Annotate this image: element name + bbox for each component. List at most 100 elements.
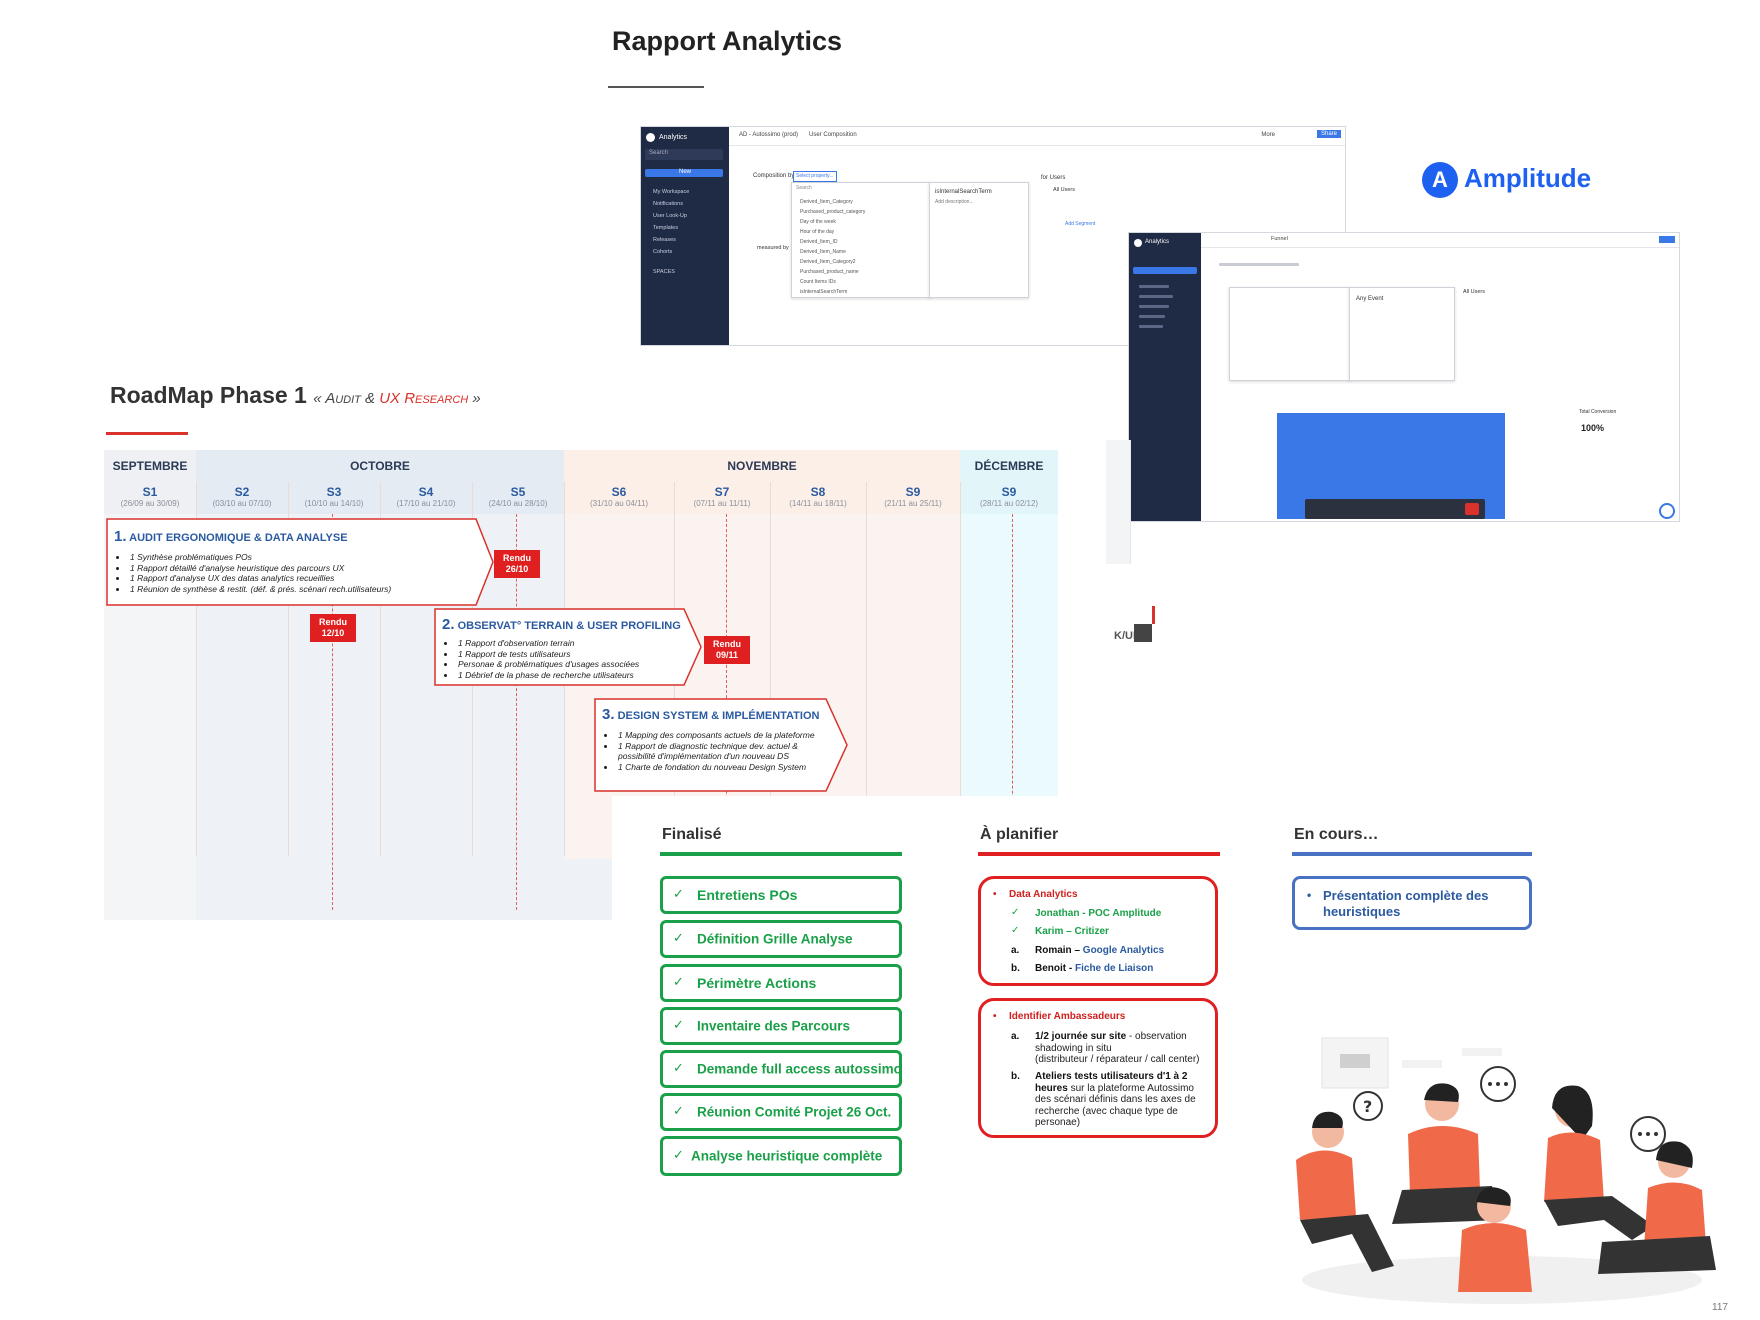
event-dropdown[interactable]: [1229, 287, 1351, 381]
finalise-item-inventaire[interactable]: ✓Inventaire des Parcours: [660, 1007, 902, 1045]
dropdown-item[interactable]: Derived_Item_Name: [800, 249, 846, 255]
task-audit-ergonomique[interactable]: 1. Audit ergonomique & data analyse 1 Sy…: [106, 518, 494, 606]
person-hair: [1552, 1085, 1593, 1140]
logo-icon: [646, 133, 655, 142]
sidebar-search[interactable]: Search: [645, 149, 723, 160]
side-label: K/UI: [1114, 630, 1136, 642]
wall-tile: [1462, 1048, 1502, 1056]
column-separator: [960, 482, 961, 796]
chart-type-selector[interactable]: Funnel: [1271, 236, 1288, 242]
week-s4: S4(17/10 au 21/10): [380, 482, 472, 514]
week-dates: (17/10 au 21/10): [396, 499, 456, 508]
week-s9: S9(21/11 au 25/11): [866, 482, 960, 514]
chart-type-selector[interactable]: User Composition: [809, 132, 857, 138]
finalise-item-acces[interactable]: ✓Demande full access autossimo: [660, 1050, 902, 1088]
composition-label: Composition by: [753, 173, 795, 179]
check-icon: ✓: [673, 974, 684, 990]
month-november: NOVEMBRE: [564, 450, 960, 482]
finalise-item-grille[interactable]: ✓Définition Grille Analyse: [660, 920, 902, 958]
wall-frame-inner: [1340, 1054, 1370, 1068]
breadcrumb[interactable]: AD - Autossimo (prod): [739, 132, 799, 138]
week-dates: (28/11 au 02/12): [979, 499, 1039, 508]
task-design-system[interactable]: 3. Design system & implémentation 1 Mapp…: [594, 698, 848, 792]
sidebar-item-notifications[interactable]: Notifications: [653, 201, 683, 207]
data-analytics-item: Karim – Critizer: [1035, 926, 1109, 937]
dropdown-item[interactable]: Hour of the day: [800, 229, 835, 235]
help-icon[interactable]: [1659, 503, 1675, 519]
new-button[interactable]: [1133, 267, 1197, 274]
roadmap-subtitle-highlight: UX Research: [379, 390, 469, 407]
end-call-button[interactable]: [1465, 503, 1479, 515]
add-segment-button[interactable]: Add Segment: [1065, 221, 1096, 227]
finalise-item-perimetre[interactable]: ✓Périmètre Actions: [660, 964, 902, 1002]
dropdown-item[interactable]: Day of the week: [800, 219, 836, 225]
dropdown-item[interactable]: Purchased_product_name: [800, 269, 859, 275]
task-observation-terrain[interactable]: 2. Observat° terrain & user profiling 1 …: [434, 608, 702, 686]
data-analytics-box[interactable]: • Data Analytics ✓ Jonathan - POC Amplit…: [978, 876, 1218, 986]
question-mark-icon: ?: [1363, 1097, 1372, 1116]
segment-all-users[interactable]: All Users: [1053, 187, 1076, 193]
finalise-item-comite[interactable]: ✓Réunion Comité Projet 26 Oct.: [660, 1093, 902, 1131]
deliverable-item: 1 Rapport d'observation terrain: [456, 638, 639, 649]
roadmap-timeline: SEPTEMBRE OCTOBRE NOVEMBRE DÉCEMBRE S1(2…: [104, 450, 1072, 920]
dropdown-search[interactable]: Search: [796, 185, 812, 191]
person-legs: [1300, 1214, 1394, 1272]
sidebar-spaces[interactable]: SPACES: [653, 269, 675, 275]
sidebar-item-cohorts[interactable]: Cohorts: [653, 249, 673, 255]
dropdown-item[interactable]: Count Items IDs: [800, 279, 836, 285]
week-label: S6: [611, 485, 627, 499]
sidebar-item-user-lookup[interactable]: User Look-Up: [653, 213, 687, 219]
sidebar-item[interactable]: [1139, 325, 1163, 328]
composition-select[interactable]: Select property...: [793, 171, 837, 182]
share-button[interactable]: Share: [1316, 130, 1341, 138]
person-body: [1544, 1132, 1604, 1202]
sidebar-item[interactable]: [1139, 295, 1173, 298]
ambassadeurs-box[interactable]: • Identifier Ambassadeurs a. 1/2 journée…: [978, 998, 1218, 1138]
box-bullet: •: [993, 889, 997, 900]
share-button[interactable]: [1659, 236, 1675, 243]
person-body: [1458, 1223, 1532, 1292]
property-detail-title: isInternalSearchTerm: [935, 189, 992, 195]
background-window-strip: [1128, 440, 1164, 520]
week-label: S2: [234, 485, 250, 499]
app-name: Analytics: [659, 134, 688, 141]
finalise-title: Finalisé: [662, 826, 722, 843]
week-s10: S9(28/11 au 02/12): [960, 482, 1058, 514]
data-analytics-heading: Data Analytics: [1009, 889, 1078, 900]
a-planifier-rule: [978, 852, 1220, 856]
sidebar-item[interactable]: [1139, 305, 1169, 308]
kpi-label: Total Conversion: [1579, 409, 1617, 415]
week-label: S3: [326, 485, 342, 499]
milestone-line-09-11: [726, 514, 727, 844]
item-bold: 1/2 journée sur site: [1035, 1031, 1127, 1042]
logo-icon: [1134, 239, 1142, 247]
sidebar-item-my-workspace[interactable]: My Workspace: [653, 189, 690, 195]
video-call-toolbar[interactable]: [1305, 499, 1485, 519]
item-text: recherche (avec chaque type de: [1035, 1105, 1178, 1117]
new-button[interactable]: New: [645, 169, 723, 177]
sidebar-item[interactable]: [1139, 315, 1165, 318]
segment-all-users[interactable]: All Users: [1463, 289, 1486, 295]
dropdown-item[interactable]: Derived_Item_ID: [800, 239, 838, 245]
item-label: Réunion Comité Projet 26 Oct.: [697, 1104, 892, 1120]
sidebar-item-templates[interactable]: Templates: [653, 225, 679, 231]
dropdown-item[interactable]: Derived_Item_Category: [800, 199, 853, 205]
en-cours-item[interactable]: • Présentation complète des heuristiques: [1292, 876, 1532, 930]
sidebar-item[interactable]: [1139, 285, 1169, 288]
deliverable-item: possibilité d'implémentation d'un nouvea…: [618, 751, 789, 761]
property-dropdown[interactable]: Search Derived_Item_Category Purchased_p…: [791, 182, 931, 298]
check-icon: ✓: [673, 1017, 684, 1033]
dropdown-item[interactable]: isInternalSearchTerm: [800, 289, 848, 295]
dropdown-item[interactable]: Derived_Item_Category2: [800, 259, 856, 265]
person-body: [1408, 1126, 1480, 1194]
finalise-item-entretiens[interactable]: ✓Entretiens POs: [660, 876, 902, 914]
dropdown-item[interactable]: Purchased_product_category: [800, 209, 866, 215]
decorative-square: [1134, 624, 1152, 642]
task-number: 1.: [114, 528, 127, 545]
finalise-item-analyse[interactable]: ✓Analyse heuristique complète: [660, 1136, 902, 1176]
en-cours-rule: [1292, 852, 1532, 856]
more-button[interactable]: More: [1261, 132, 1275, 138]
sidebar-item-releases[interactable]: Releases: [653, 237, 676, 243]
event-detail-title: Any Event: [1356, 296, 1384, 302]
